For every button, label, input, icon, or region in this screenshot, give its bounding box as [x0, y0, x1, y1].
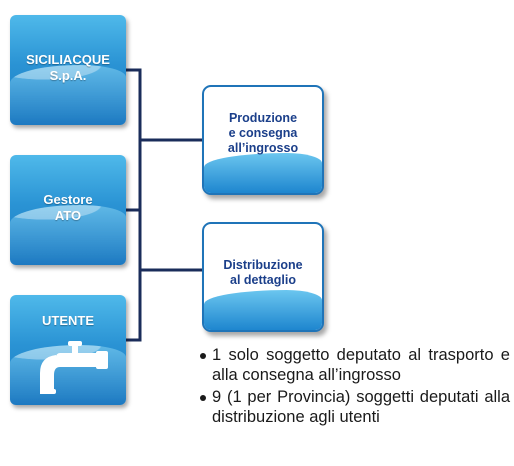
connector-gestore-distribuzione: [138, 210, 202, 272]
box-utente-label: UTENTE: [42, 313, 94, 328]
box-gestore-label: Gestore ATO: [43, 192, 93, 223]
box-siciliacque: SICILIACQUE S.p.A.: [10, 15, 126, 125]
box-distribuzione: Distribuzione al dettaglio: [202, 222, 324, 332]
note-item: 9 (1 per Provincia) soggetti deputati al…: [200, 387, 510, 427]
box-utente: UTENTE: [10, 295, 126, 405]
box-produzione-label: Produzione e consegna all’ingrosso: [227, 111, 299, 155]
notes-list: 1 solo soggetto deputato al trasporto e …: [200, 345, 510, 429]
connector-utente: [126, 270, 142, 342]
connector-gestore: [126, 140, 142, 212]
box-produzione: Produzione e consegna all’ingrosso: [202, 85, 324, 195]
box-gestore: Gestore ATO: [10, 155, 126, 265]
water-tap-icon: [40, 341, 108, 394]
connector-siciliacque: [126, 68, 202, 142]
box-distribuzione-label: Distribuzione al dettaglio: [223, 258, 303, 287]
note-item: 1 solo soggetto deputato al trasporto e …: [200, 345, 510, 385]
box-siciliacque-label: SICILIACQUE S.p.A.: [26, 52, 110, 83]
